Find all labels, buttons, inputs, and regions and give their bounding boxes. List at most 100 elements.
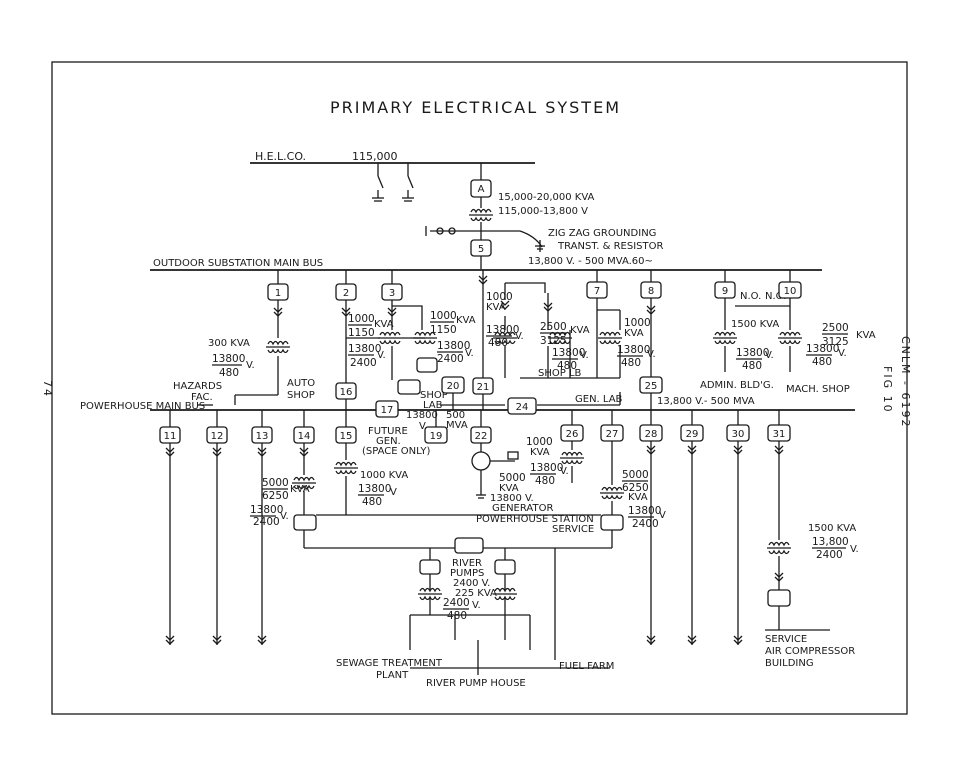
svg-text:225 KVA: 225 KVA [455, 588, 497, 599]
svg-text:V.: V. [472, 600, 481, 611]
svg-text:17: 17 [381, 405, 394, 416]
svg-text:V.: V. [465, 348, 474, 359]
utility-voltage: 115,000 [352, 150, 398, 163]
node-12 [206, 426, 228, 444]
node-29 [680, 424, 704, 442]
svg-text:13800: 13800 [486, 324, 519, 336]
node-26 [560, 424, 584, 442]
svg-text:2400: 2400 [253, 516, 280, 528]
node-9 [714, 281, 736, 299]
svg-text:5000: 5000 [262, 477, 289, 489]
main-xfmr-ratio: 115,000-13,800 V [498, 206, 588, 217]
svg-text:V.: V. [515, 331, 524, 342]
figure-label: FIG 10 [881, 366, 894, 414]
svg-text:2500: 2500 [540, 321, 567, 333]
svg-text:13,800: 13,800 [812, 536, 849, 548]
svg-text:V: V [390, 487, 397, 498]
svg-text:AUTO: AUTO [287, 378, 315, 389]
utility-name: H.E.L.CO. [255, 150, 306, 163]
svg-text:1500 KVA: 1500 KVA [808, 523, 856, 534]
svg-text:1: 1 [275, 288, 281, 299]
node-8 [640, 281, 662, 299]
svg-text:2400 V.: 2400 V. [453, 578, 490, 589]
svg-text:8: 8 [648, 286, 654, 297]
svg-text:2400: 2400 [816, 549, 843, 561]
outdoor-bus-rating: 13,800 V. - 500 MVA.60~ [528, 256, 653, 267]
river-pump-house-label: RIVER PUMP HOUSE [426, 678, 526, 689]
sewage-label-2: PLANT [376, 670, 409, 681]
svg-text:KVA: KVA [530, 447, 550, 458]
svg-text:13800: 13800 [358, 483, 391, 495]
svg-text:13800: 13800 [406, 410, 438, 421]
svg-text:KVA: KVA [486, 302, 506, 313]
feeder1-kva: 300 KVA [208, 338, 250, 349]
node-24 [507, 397, 537, 415]
node-28 [639, 424, 663, 442]
node-1 [267, 283, 289, 301]
svg-text:20: 20 [447, 381, 460, 392]
svg-text:N.O.: N.O. [765, 291, 786, 302]
svg-text:9: 9 [722, 286, 728, 297]
svg-text:13: 13 [256, 431, 269, 442]
svg-text:13800: 13800 [628, 505, 661, 517]
powerhouse-bus-label: POWERHOUSE MAIN BUS [80, 401, 205, 412]
svg-text:2400: 2400 [437, 353, 464, 365]
svg-text:480: 480 [742, 360, 762, 372]
svg-text:1150: 1150 [430, 324, 457, 336]
svg-text:26: 26 [566, 429, 579, 440]
svg-text:1000: 1000 [348, 313, 375, 325]
svg-text:1000: 1000 [486, 291, 513, 303]
svg-text:FUTURE: FUTURE [368, 426, 408, 437]
svg-text:V.: V. [560, 466, 569, 477]
svg-text:14: 14 [298, 431, 311, 442]
station-service-label-1: POWERHOUSE STATION [476, 514, 594, 525]
node-2 [335, 283, 357, 301]
shop-lab-box-1 [397, 379, 421, 395]
main-xfmr-rating: 15,000-20,000 KVA [498, 192, 595, 203]
svg-text:V.: V. [838, 348, 847, 359]
river-pumps-box-main [454, 537, 484, 554]
svg-text:15: 15 [340, 431, 353, 442]
diagram-title: PRIMARY ELECTRICAL SYSTEM [330, 98, 621, 117]
svg-text:V: V [659, 510, 666, 521]
svg-text:30: 30 [732, 429, 745, 440]
svg-text:22: 22 [475, 431, 488, 442]
svg-text:29: 29 [686, 429, 699, 440]
service-label-3: BUILDING [765, 658, 814, 669]
svg-text:7: 7 [594, 286, 600, 297]
svg-text:480: 480 [535, 475, 555, 487]
node-7 [586, 281, 608, 299]
service-label-2: AIR COMPRESSOR [765, 646, 855, 657]
svg-text:3125: 3125 [540, 335, 567, 347]
svg-text:V.: V. [419, 421, 428, 432]
river-pumps-label-2: PUMPS [450, 568, 484, 579]
node-25 [639, 376, 663, 394]
switchgear-14 [293, 514, 317, 531]
svg-text:13800: 13800 [437, 340, 470, 352]
svg-text:500: 500 [446, 410, 465, 421]
node-17 [375, 400, 399, 418]
svg-text:KVA: KVA [456, 315, 476, 326]
svg-text:2500: 2500 [822, 322, 849, 334]
svg-text:16: 16 [340, 387, 353, 398]
svg-text:N.O.: N.O. [740, 291, 761, 302]
svg-text:V.: V. [580, 350, 589, 361]
node-31 [767, 424, 791, 442]
svg-text:480: 480 [557, 360, 577, 372]
svg-text:HAZARDS: HAZARDS [173, 381, 222, 392]
svg-text:5000: 5000 [499, 472, 526, 484]
svg-text:28: 28 [645, 429, 658, 440]
svg-text:480: 480 [488, 337, 508, 349]
svg-text:12: 12 [211, 431, 224, 442]
svg-text:V.: V. [280, 511, 289, 522]
switchgear-31 [767, 589, 791, 607]
svg-text:3125: 3125 [822, 336, 849, 348]
svg-text:6250: 6250 [622, 482, 649, 494]
svg-text:MVA: MVA [446, 420, 468, 431]
svg-text:31: 31 [773, 429, 786, 440]
svg-text:V.: V. [765, 350, 774, 361]
svg-text:V.: V. [850, 544, 859, 555]
svg-text:6250: 6250 [262, 490, 289, 502]
node-15 [335, 426, 357, 444]
svg-text:480: 480 [362, 496, 382, 508]
